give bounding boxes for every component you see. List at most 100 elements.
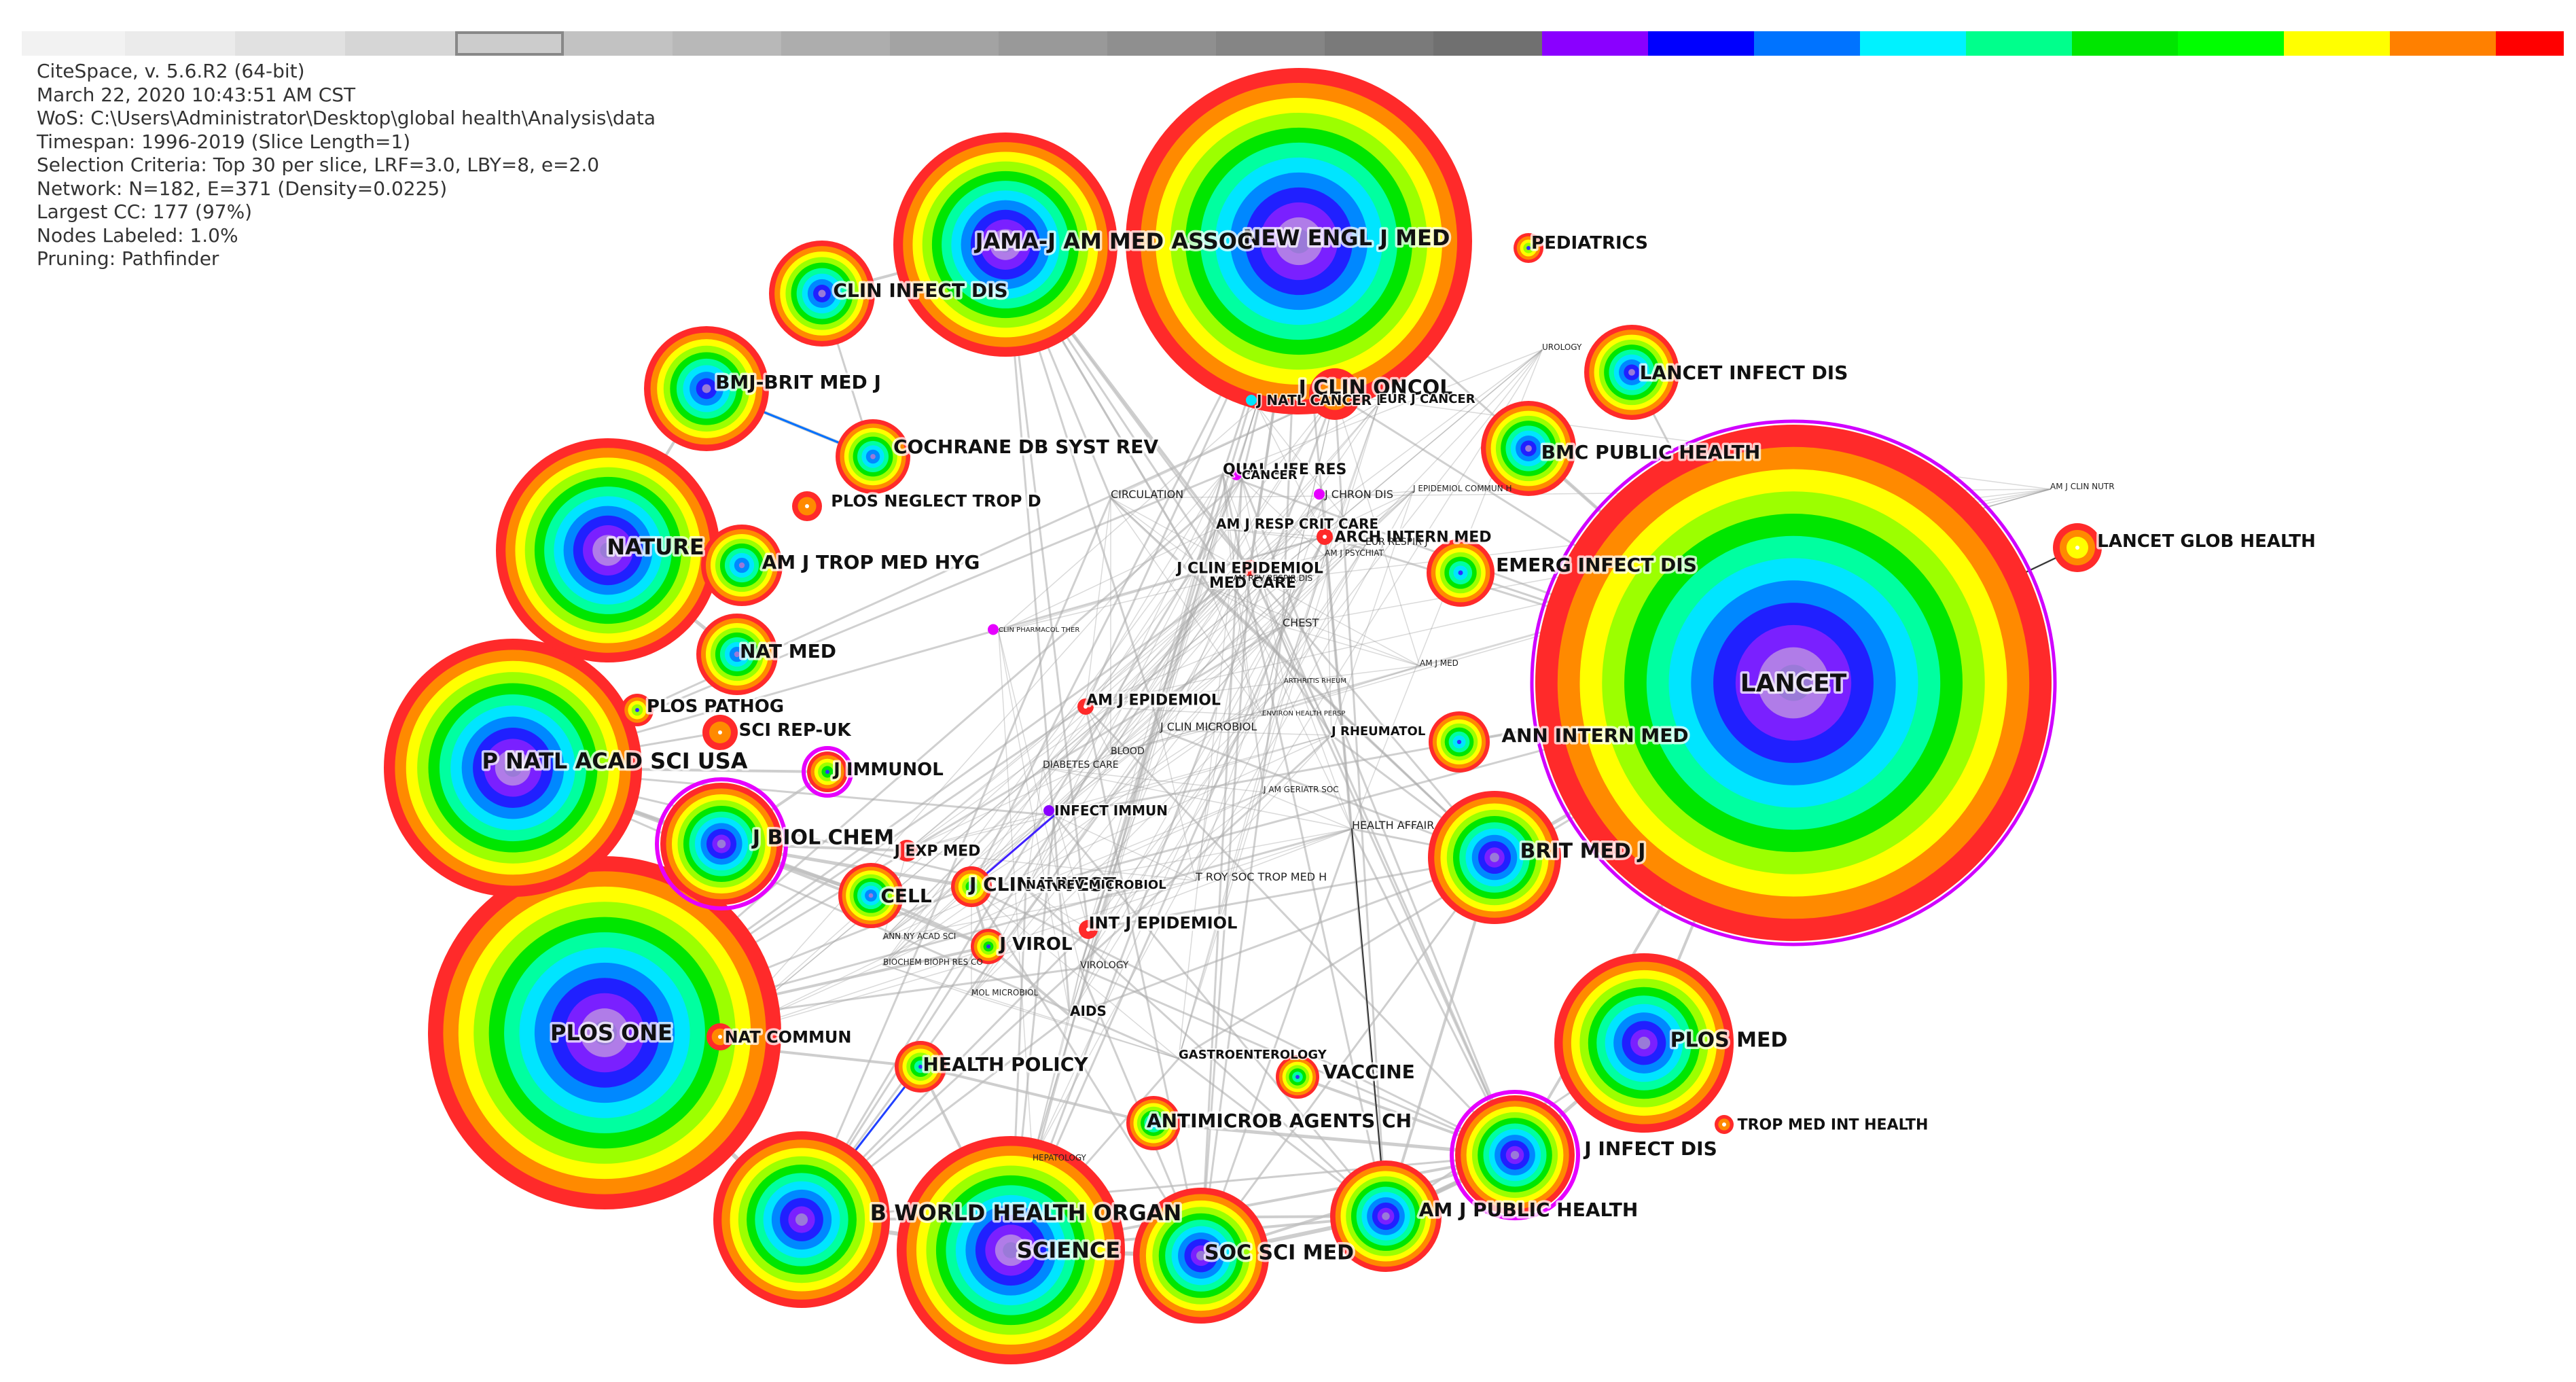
node-jama[interactable]	[893, 132, 1117, 357]
network-edge	[1110, 715, 1263, 755]
network-edge	[800, 734, 1333, 1221]
node-bmjb[interactable]	[644, 326, 769, 451]
timeline-year-swatch	[22, 31, 125, 56]
node-core	[1003, 1242, 1019, 1258]
node-infimm[interactable]	[1043, 805, 1054, 816]
network-edge	[970, 885, 1516, 1156]
node-jbc[interactable]	[655, 777, 788, 910]
info-line-selection: Selection Criteria: Top 30 per slice, LR…	[37, 154, 600, 176]
node-vaccine[interactable]	[1276, 1055, 1319, 1099]
timeline-year-swatch	[2072, 31, 2178, 56]
network-edge	[1200, 828, 1353, 1257]
node-clinpharm[interactable]	[988, 624, 999, 635]
network-edge	[882, 734, 1332, 940]
node-cancer[interactable]	[1231, 469, 1242, 480]
node-scirep[interactable]	[702, 715, 738, 750]
node-core	[503, 758, 522, 777]
label-ajtmh: AM J TROP MED HYG	[762, 551, 980, 573]
node-natmed[interactable]	[696, 614, 778, 695]
network-edge	[882, 964, 972, 996]
label-jrheum: J RHEUMATOL	[1330, 724, 1425, 739]
node-core	[592, 1020, 618, 1046]
network-edge	[800, 729, 1162, 1221]
label-jimmunol: J IMMUNOL	[832, 760, 944, 780]
node-lancet[interactable]	[1530, 419, 2057, 946]
network-edge	[1042, 580, 1234, 768]
node-nature[interactable]	[496, 438, 720, 662]
node-nejm[interactable]	[1126, 68, 1472, 414]
network-edge	[906, 734, 1332, 851]
network-edge	[1110, 626, 1283, 755]
node-plospath[interactable]	[621, 694, 654, 726]
node-jimmunol[interactable]	[802, 746, 853, 798]
node-natcommun[interactable]	[706, 1023, 734, 1050]
label-aids: AIDS	[1070, 1003, 1107, 1019]
node-outline-ring	[655, 777, 788, 910]
node-lid[interactable]	[1584, 325, 1679, 420]
node-amjepi[interactable]	[1077, 698, 1094, 715]
node-clininf[interactable]	[769, 241, 875, 347]
network-edge	[1232, 349, 1543, 582]
node-core	[1490, 853, 1499, 862]
node-bmcph[interactable]	[1481, 401, 1576, 496]
node-core	[1323, 535, 1327, 539]
network-edge	[1263, 792, 1353, 830]
node-ajph[interactable]	[1330, 1160, 1442, 1272]
label-natmed: NAT MED	[740, 640, 836, 662]
network-edge	[1069, 404, 1257, 1016]
node-cochrane[interactable]	[836, 419, 910, 494]
node-cell[interactable]	[838, 863, 904, 928]
network-edge	[1350, 828, 1516, 1156]
info-line-date: March 22, 2020 10:43:51 AM CST	[37, 83, 356, 106]
label-jama: JAMA-J AM MED ASSOC	[974, 228, 1253, 254]
timeline-year-swatch	[673, 31, 781, 56]
node-emerg[interactable]	[1427, 539, 1495, 607]
node-core	[1525, 445, 1532, 452]
node-jncancer[interactable]	[1246, 395, 1257, 406]
node-plosneg[interactable]	[792, 491, 822, 521]
network-edge	[1283, 402, 1380, 684]
network-edge	[1042, 474, 1223, 768]
node-science[interactable]	[897, 1136, 1125, 1364]
network-edge	[1004, 243, 1090, 931]
node-antimic[interactable]	[1126, 1096, 1181, 1150]
network-edge	[1232, 580, 1353, 830]
network-edge	[1215, 527, 1496, 859]
node-core	[818, 289, 826, 298]
network-edge	[998, 404, 1257, 633]
network-edge	[1200, 567, 1251, 1257]
label-urology: UROLOGY	[1542, 342, 1582, 352]
node-pnas[interactable]	[384, 639, 642, 897]
node-anninm[interactable]	[1429, 711, 1490, 773]
node-brit[interactable]	[1428, 791, 1561, 924]
node-archint[interactable]	[1317, 529, 1333, 545]
node-jchron[interactable]	[1314, 489, 1325, 500]
node-tmih[interactable]	[1715, 1115, 1734, 1134]
node-ajtmh[interactable]	[701, 525, 783, 606]
node-core	[1775, 665, 1812, 701]
node-jco[interactable]	[1309, 368, 1361, 420]
node-healthpol[interactable]	[895, 1041, 946, 1093]
network-edge	[800, 527, 1217, 1221]
node-lgh[interactable]	[2053, 523, 2102, 572]
info-panel: CiteSpace, v. 5.6.R2 (64-bit) March 22, …	[37, 60, 656, 271]
network-edge	[1054, 734, 1332, 816]
node-jclinepi[interactable]	[1242, 560, 1258, 576]
network-edge	[1110, 587, 1210, 755]
network-edge	[971, 555, 1325, 996]
label-clinpharm: CLIN PHARMACOL THER	[999, 626, 1079, 634]
node-peds[interactable]	[1514, 233, 1543, 263]
node-bwho[interactable]	[713, 1131, 890, 1308]
label-jchron: J CHRON DIS	[1324, 488, 1393, 501]
node-plosmed[interactable]	[1554, 953, 1734, 1133]
node-intjepi[interactable]	[1079, 920, 1098, 939]
node-jinf[interactable]	[1450, 1090, 1580, 1220]
node-jclininv[interactable]	[951, 866, 992, 907]
network-edge	[1087, 856, 1496, 931]
node-jvirol[interactable]	[971, 929, 1006, 964]
node-jexpmed[interactable]	[896, 840, 918, 862]
node-socsci[interactable]	[1133, 1188, 1269, 1324]
node-plosone[interactable]	[428, 856, 781, 1209]
network-edge	[1009, 535, 1326, 1252]
